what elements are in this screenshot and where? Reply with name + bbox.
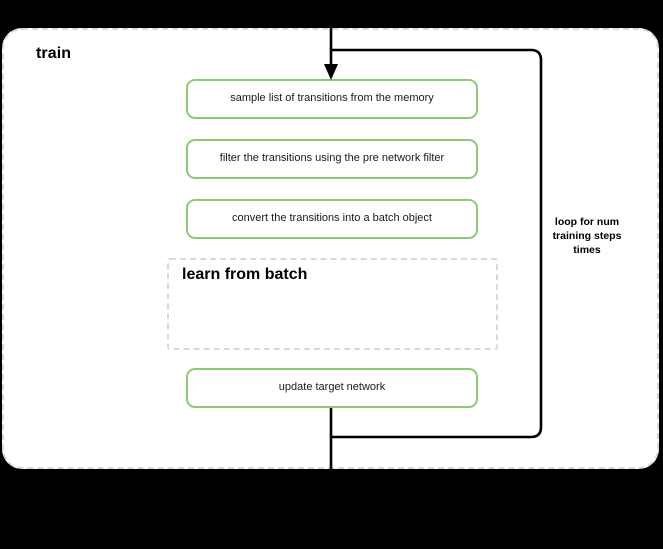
process-box-filter-transitions[interactable]: filter the transitions using the pre net… [186,139,478,179]
loop-annotation-line-3: times [573,243,601,256]
process-box-convert-transitions[interactable]: convert the transitions into a batch obj… [186,199,478,239]
process-box-label: filter the transitions using the pre net… [219,152,445,165]
loop-annotation-line-2: training steps [552,229,622,242]
process-box-label: sample list of transitions from the memo… [230,92,434,105]
loop-annotation-label: loop for num training steps times [545,216,629,258]
process-box-sample-transitions[interactable]: sample list of transitions from the memo… [186,79,478,119]
loop-annotation-line-1: loop for num [554,216,620,228]
process-box-label: convert the transitions into a batch obj… [232,212,432,225]
process-box-label: update target network [278,381,386,394]
process-box-update-target-network[interactable]: update target network [186,368,478,408]
learn-from-batch-title: learn from batch [182,266,308,283]
train-block-title: train [36,45,72,62]
